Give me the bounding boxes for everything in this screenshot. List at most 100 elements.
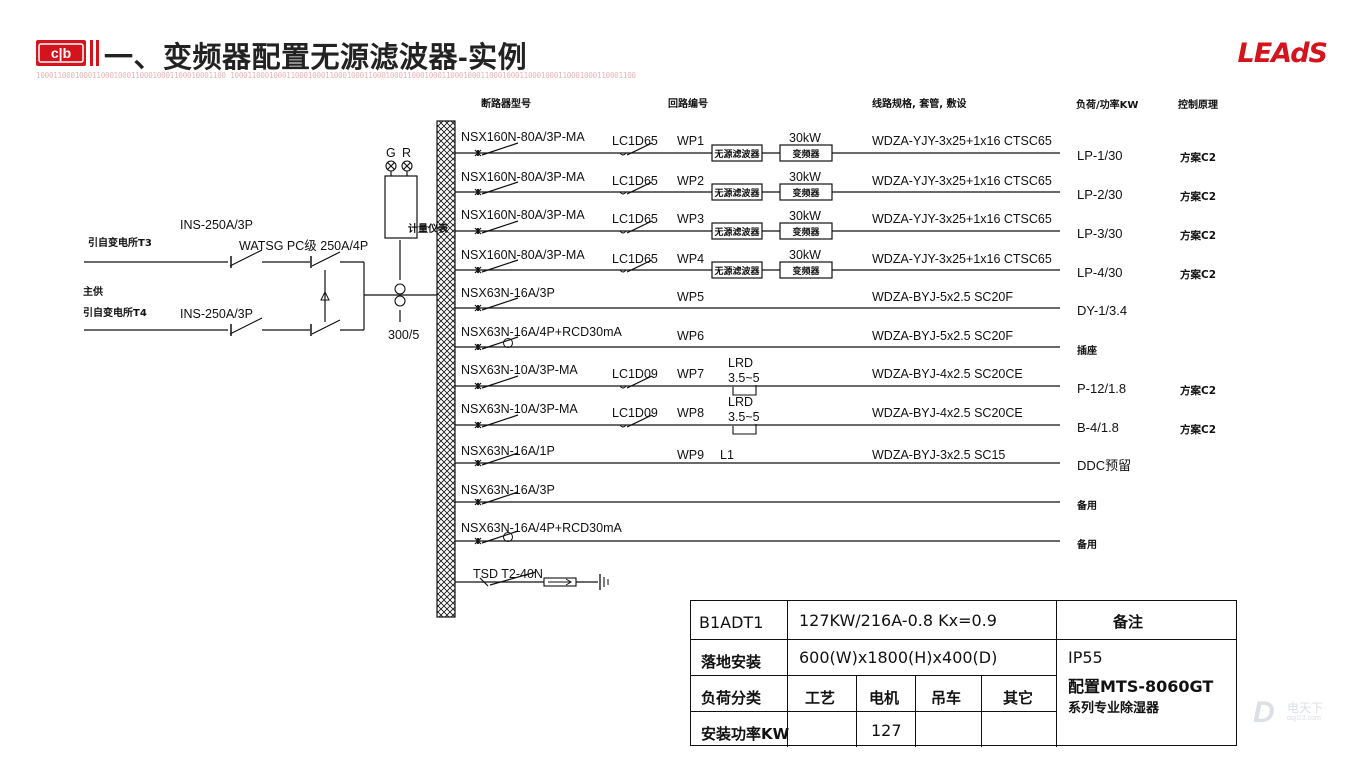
contactor-blade [626, 142, 653, 156]
table-rule [691, 675, 1056, 676]
contactor-contact [619, 269, 627, 273]
ct-ratio-label: 300/5 [388, 328, 419, 342]
remark-heading: 备注 [1113, 613, 1144, 631]
load-label: DDC预留 [1077, 458, 1131, 473]
load-label: 插座 [1077, 344, 1097, 357]
breaker-blade [481, 414, 519, 428]
installed-power-label: 安装功率KW [701, 725, 790, 743]
panel-id: B1ADT1 [699, 613, 764, 632]
surge-label: TSD T2-40N [473, 567, 543, 581]
breaker-blade [481, 375, 519, 389]
dehumidifier-config: 配置MTS-8060GT [1068, 677, 1214, 696]
vfd-rating: 30kW [789, 209, 821, 223]
breaker-cross [474, 304, 482, 312]
contactor-blade [626, 181, 653, 195]
breaker-label: NSX160N-80A/3P-MA [461, 130, 585, 144]
rcd-icon [503, 338, 513, 348]
ats-arrow [320, 290, 330, 301]
col-header-load: 负荷/功率KW [1076, 98, 1138, 111]
breaker-label: NSX63N-10A/3P-MA [461, 402, 578, 416]
vfd-rating: 30kW [789, 170, 821, 184]
contactor-contact [619, 191, 627, 195]
breaker-label: NSX160N-80A/3P-MA [461, 208, 585, 222]
breaker-label: NSX63N-16A/4P+RCD30mA [461, 521, 622, 535]
load-label: LP-2/30 [1077, 187, 1123, 202]
circuit-number: WP5 [677, 290, 704, 304]
passive-filter-box [711, 183, 763, 201]
breaker-label: NSX63N-10A/3P-MA [461, 363, 578, 377]
contactor-contact [619, 230, 627, 234]
load-class-label: 负荷分类 [701, 689, 762, 707]
vfd-rating: 30kW [789, 248, 821, 262]
vfd-box [779, 261, 833, 279]
contactor-blade [626, 259, 653, 273]
lrd-symbol [732, 385, 757, 396]
passive-filter-label: 无源滤波器 [713, 265, 760, 277]
load-label: B-4/1.8 [1077, 420, 1119, 435]
load-label: P-12/1.8 [1077, 381, 1126, 396]
watermark-text: 电天下 [1287, 701, 1324, 715]
breaker-blade [481, 452, 519, 466]
breaker-cross [474, 266, 482, 274]
busbar [436, 120, 456, 618]
brand-logo: LEAdS [1237, 38, 1328, 69]
install-label: 落地安装 [701, 653, 762, 671]
vfd-label: 变频器 [792, 148, 820, 160]
contactor-blade [626, 414, 653, 428]
load-label: LP-3/30 [1077, 226, 1123, 241]
control-scheme: 方案C2 [1180, 151, 1216, 164]
table-rule [915, 675, 916, 747]
surge-blade [489, 571, 537, 586]
lamp-r-label: R [402, 146, 411, 160]
lamp-g-label: G [386, 146, 396, 160]
breaker-cross [474, 459, 482, 467]
vfd-label: 变频器 [792, 187, 820, 199]
contactor-contact [619, 385, 627, 389]
lrd-label: LRD [728, 356, 753, 370]
panel-size: 600(W)x1800(H)x400(D) [799, 648, 998, 667]
breaker-blade [481, 181, 519, 195]
circuit-number: WP7 [677, 367, 704, 381]
contactor-label: LC1D65 [612, 134, 658, 148]
cable-spec: WDZA-BYJ-4x2.5 SC20CE [872, 367, 1023, 381]
passive-filter-box [711, 144, 763, 162]
contactor-label: LC1D09 [612, 406, 658, 420]
vfd-label: 变频器 [792, 265, 820, 277]
passive-filter-label: 无源滤波器 [713, 226, 760, 238]
ats-switch-top [311, 251, 341, 267]
watermark-url: dqjl23.com [1287, 715, 1321, 722]
logo-text: c|b [51, 45, 71, 61]
ip-rating: IP55 [1068, 648, 1103, 667]
contactor-contact [619, 424, 627, 428]
passive-filter-box [711, 222, 763, 240]
passive-filter-label: 无源滤波器 [713, 148, 760, 160]
breaker-cross [474, 227, 482, 235]
table-rule [691, 711, 1056, 712]
ins-bottom-label: INS-250A/3P [180, 307, 253, 321]
control-scheme: 方案C2 [1180, 268, 1216, 281]
table-rule [981, 675, 982, 747]
col-header-control: 控制原理 [1178, 98, 1218, 111]
vfd-box [779, 222, 833, 240]
vfd-rating: 30kW [789, 131, 821, 145]
breaker-blade [481, 220, 519, 234]
load-label: 备用 [1076, 538, 1097, 551]
breaker-blade [481, 530, 519, 544]
table-rule [787, 601, 788, 747]
company-logo: c|b [36, 40, 86, 66]
circuit-number: WP1 [677, 134, 704, 148]
rcd-icon [503, 532, 513, 542]
circuit-number: WP8 [677, 406, 704, 420]
circuit-number: WP9 [677, 448, 704, 462]
cable-spec: WDZA-BYJ-4x2.5 SC20CE [872, 406, 1023, 420]
control-scheme: 方案C2 [1180, 229, 1216, 242]
passive-filter-box [711, 261, 763, 279]
breaker-cross [474, 343, 482, 351]
table-rule [691, 639, 1236, 640]
breaker-label: NSX63N-16A/1P [461, 444, 555, 458]
meter-box [384, 175, 418, 239]
circuit-number: WP4 [677, 252, 704, 266]
main-supply-label: 主供 [83, 285, 103, 298]
page-title: 一、变频器配置无源滤波器-实例 [104, 42, 528, 74]
